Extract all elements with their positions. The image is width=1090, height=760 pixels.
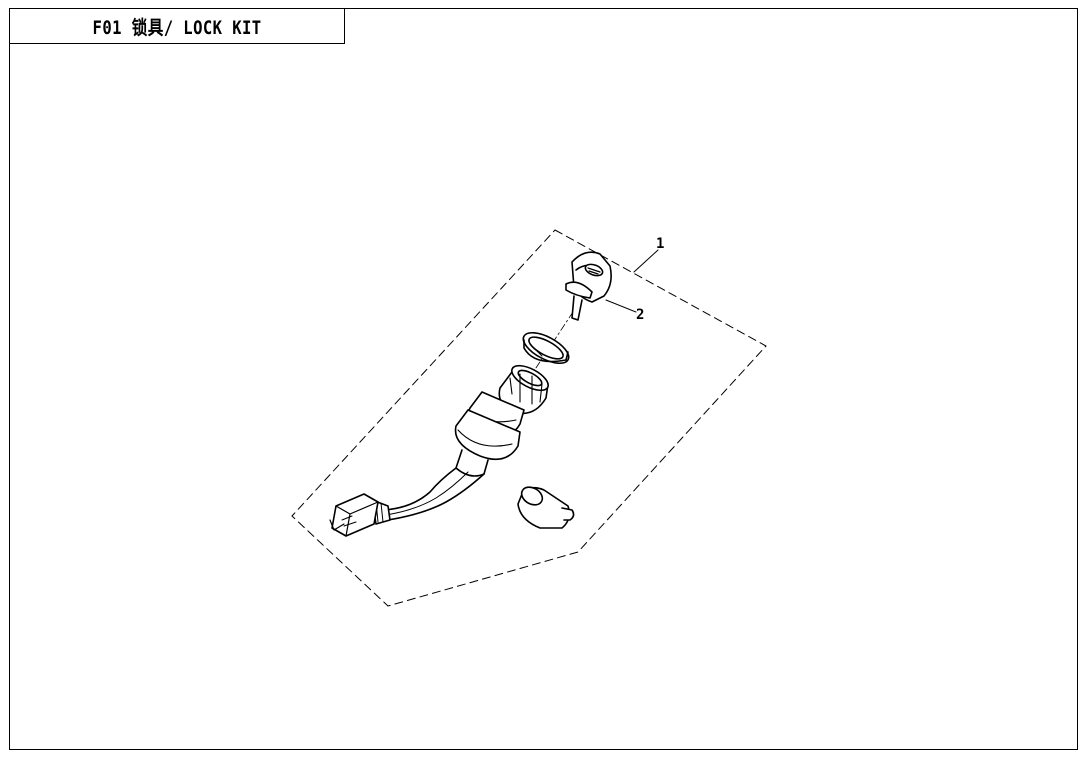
key: [565, 251, 612, 321]
page-title: F01 锁具/ LOCK KIT: [92, 16, 262, 39]
callout-2: 2: [636, 307, 644, 323]
bezel-ring: [522, 331, 570, 365]
rubber-cap: [517, 486, 575, 529]
title-block: F01 锁具/ LOCK KIT: [9, 8, 345, 44]
callout-1: 1: [656, 236, 664, 252]
leader-line-1: [633, 249, 659, 273]
leader-line-2: [605, 299, 637, 313]
kit-boundary: [291, 229, 767, 607]
drawing-frame: [9, 8, 1078, 750]
ignition-lock-assembly: [329, 364, 549, 537]
